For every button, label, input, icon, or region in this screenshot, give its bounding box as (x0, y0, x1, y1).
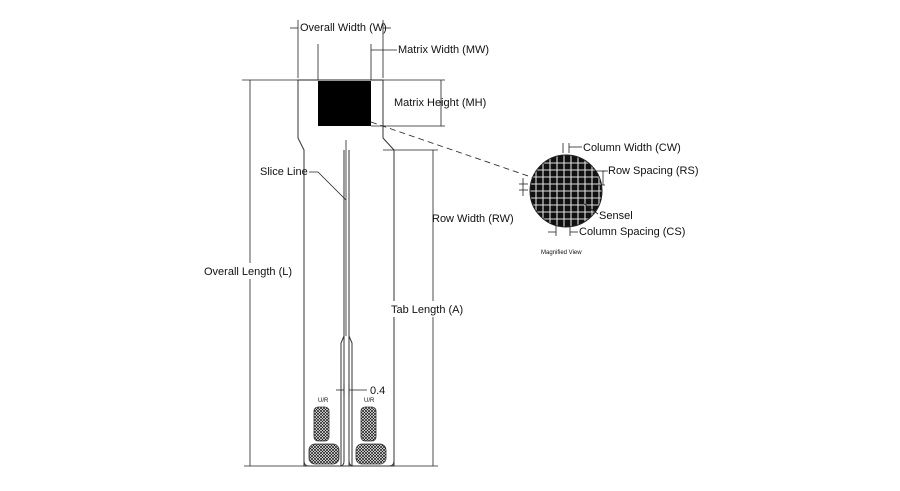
matrix-width-label: Matrix Width (MW) (398, 44, 489, 56)
tab-right-outline (348, 150, 395, 467)
row-width-label: Row Width (RW) (432, 213, 514, 225)
sensel-leader (582, 202, 599, 215)
slice-line-leader (309, 171, 347, 201)
column-spacing-label: Column Spacing (CS) (579, 226, 685, 238)
pad-right-lower (355, 443, 387, 465)
overall-width-label: Overall Width (W) (300, 22, 387, 34)
magnify-callout (370, 121, 535, 179)
matrix-height-label: Matrix Height (MH) (394, 97, 486, 109)
tab-taper (340, 335, 353, 466)
overall-length-label: Overall Length (L) (204, 266, 292, 278)
pad-right-upper (360, 406, 377, 442)
pad-left-lower (308, 443, 340, 465)
magnified-view-caption: Magnified View (541, 250, 582, 256)
tab-right-mark: U/R (364, 398, 375, 404)
tab-left-mark: U/R (318, 398, 329, 404)
pad-left-upper (313, 406, 330, 442)
slice-line-label: Slice Line (260, 166, 308, 178)
sensing-matrix (318, 81, 371, 126)
sensel-label: Sensel (599, 210, 633, 222)
tab-length-label: Tab Length (A) (391, 304, 463, 316)
column-width-label: Column Width (CW) (583, 142, 681, 154)
row-spacing-label: Row Spacing (RS) (608, 165, 698, 177)
tab-label-bg (388, 301, 470, 317)
tab-left-outline (303, 150, 345, 467)
magnified-view (530, 155, 602, 227)
gap-label: 0.4 (370, 385, 385, 397)
length-label-bg (200, 263, 300, 279)
